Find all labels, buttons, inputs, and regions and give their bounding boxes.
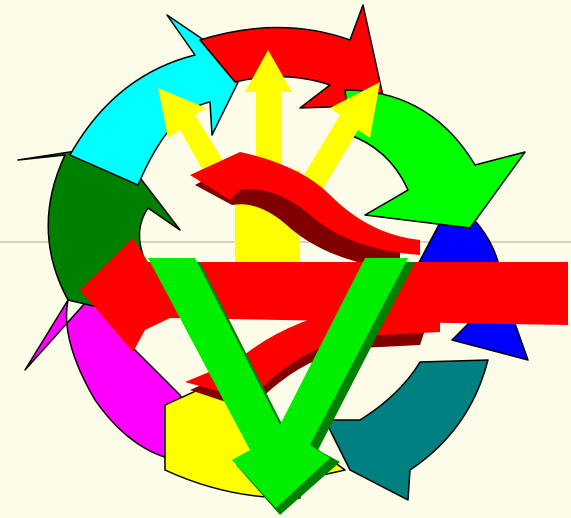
clipart-canvas [0, 0, 571, 518]
